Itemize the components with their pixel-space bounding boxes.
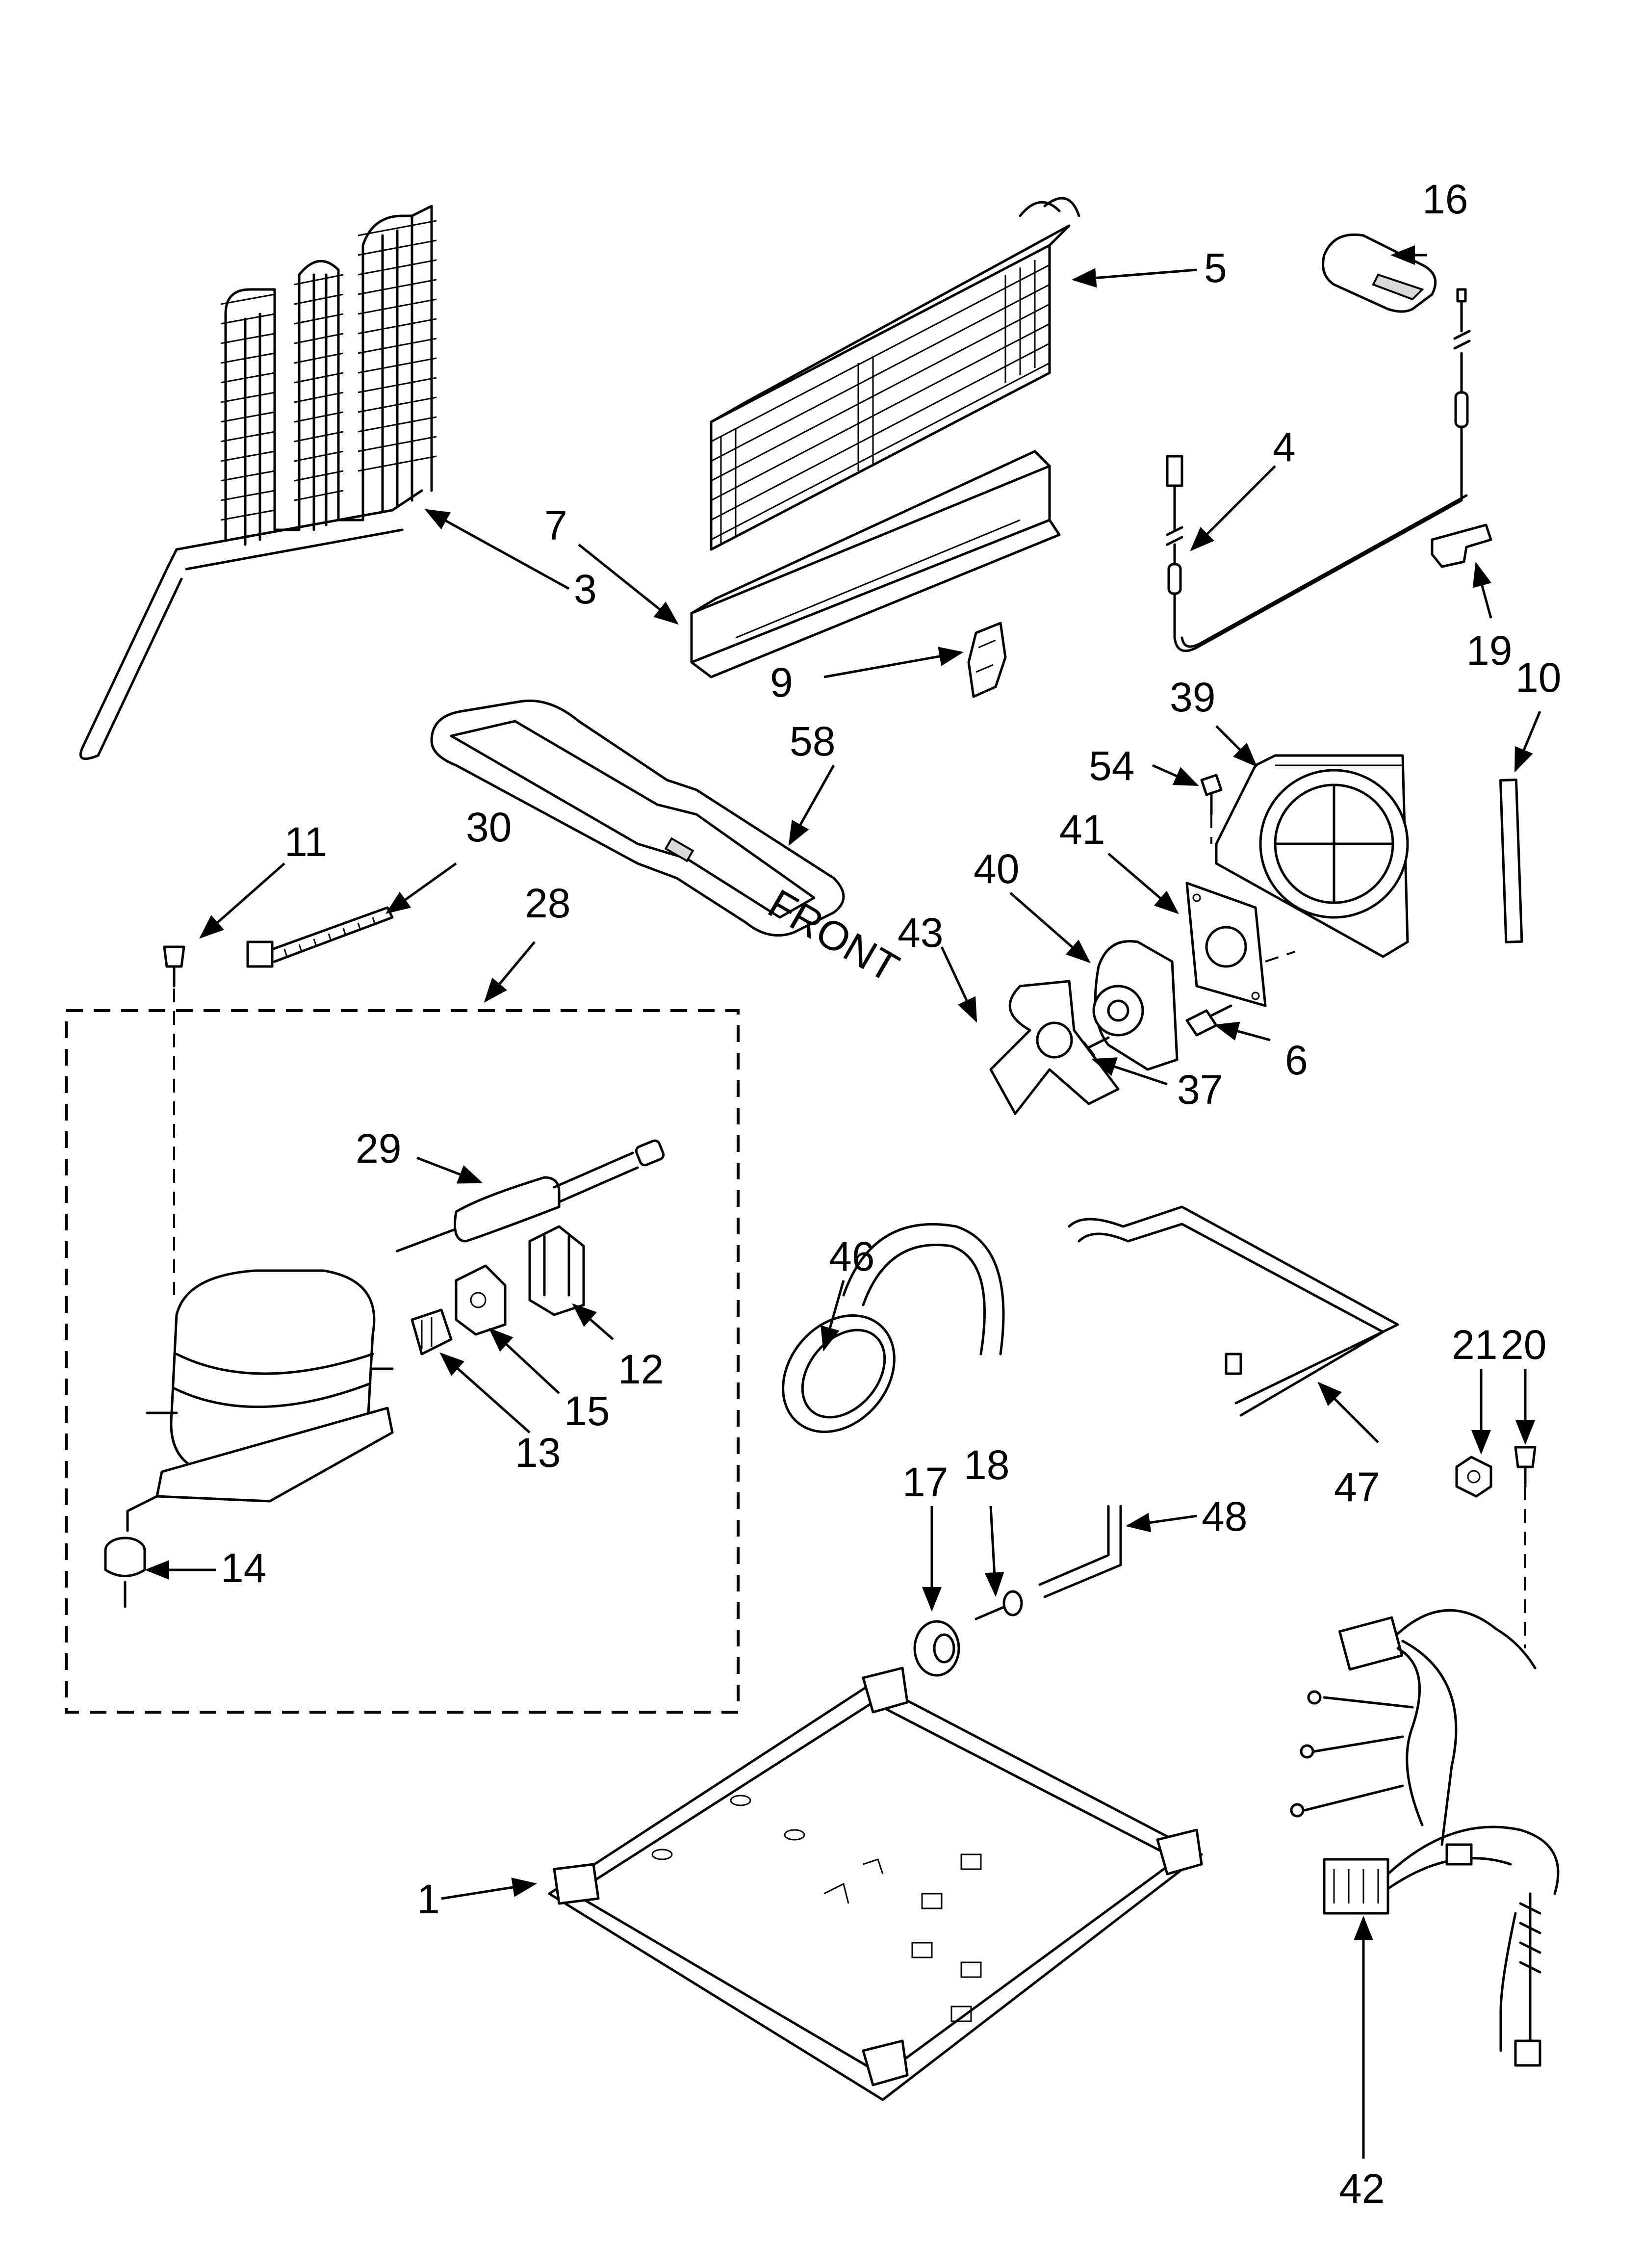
callout-46: 46 — [829, 1233, 874, 1279]
gasket-strip-part — [1499, 779, 1523, 943]
fan-blade-part — [989, 980, 1120, 1115]
compressor-assembly-box — [65, 1009, 740, 1714]
callout-numbers: 3 5 7 9 16 4 19 10 39 54 41 40 43 6 37 5… — [221, 176, 1561, 2212]
wheel-part — [913, 1620, 960, 1677]
callout-39: 39 — [1170, 674, 1215, 720]
callout-58: 58 — [790, 718, 835, 764]
pin-part — [975, 1590, 1023, 1620]
screw-part-6 — [1185, 1004, 1232, 1037]
wire-harness-part — [1290, 1609, 1560, 2067]
callout-41: 41 — [1059, 807, 1105, 853]
callout-48: 48 — [1202, 1493, 1247, 1539]
callout-54: 54 — [1089, 743, 1134, 789]
callout-5: 5 — [1204, 245, 1227, 291]
leader-lines — [145, 245, 1541, 2159]
callout-16: 16 — [1422, 176, 1468, 222]
callout-47: 47 — [1334, 1464, 1380, 1510]
evaporator-part — [710, 197, 1080, 551]
callout-17: 17 — [902, 1459, 948, 1505]
callout-7: 7 — [544, 502, 567, 548]
callout-18: 18 — [964, 1442, 1009, 1488]
callout-12: 12 — [618, 1346, 664, 1392]
grommet-part — [104, 1495, 158, 1608]
cap-part — [1322, 233, 1437, 313]
screw-part-54 — [1200, 774, 1223, 844]
relay-part — [455, 1264, 507, 1336]
callout-21: 21 — [1452, 1322, 1497, 1368]
bent-tube-part — [1068, 1205, 1399, 1417]
sensor-wire-part — [1166, 288, 1471, 652]
hose-part — [782, 1223, 1005, 1434]
callout-6: 6 — [1285, 1037, 1308, 1083]
base-frame-part — [548, 1667, 1203, 2101]
motor-bracket-part — [1185, 882, 1295, 1007]
clip-part — [967, 622, 1007, 698]
filter-tube-part — [396, 1139, 665, 1252]
screw-part-20 — [1514, 1446, 1537, 1648]
callout-11: 11 — [284, 819, 327, 865]
fan-motor-part — [1092, 940, 1179, 1071]
callout-42: 42 — [1339, 2165, 1385, 2212]
cable-tie-part — [246, 906, 394, 968]
callout-28: 28 — [525, 880, 570, 926]
callout-29: 29 — [356, 1125, 401, 1172]
screw-part-11 — [163, 945, 185, 1295]
callout-13: 13 — [515, 1430, 561, 1476]
callout-4: 4 — [1273, 424, 1296, 470]
callout-14: 14 — [221, 1545, 266, 1591]
start-device-part — [528, 1225, 585, 1316]
compressor-part — [146, 1269, 394, 1503]
callout-9: 9 — [770, 659, 793, 705]
callout-40: 40 — [974, 846, 1019, 892]
overload-part — [410, 1308, 453, 1356]
nut-part-21 — [1455, 1456, 1492, 1498]
drain-trough-part — [690, 450, 1061, 678]
callout-15: 15 — [564, 1388, 610, 1434]
wire-clip-part — [1431, 523, 1492, 568]
fan-shroud-part — [1215, 754, 1409, 958]
callout-30: 30 — [466, 804, 512, 850]
callout-10: 10 — [1515, 654, 1561, 701]
tube-part-48 — [1038, 1505, 1122, 1598]
callout-37: 37 — [1177, 1067, 1223, 1113]
callout-3: 3 — [574, 566, 597, 612]
callout-43: 43 — [898, 910, 943, 956]
callout-1: 1 — [417, 1876, 440, 1922]
callout-19: 19 — [1466, 627, 1512, 674]
callout-20: 20 — [1501, 1322, 1546, 1368]
condenser-coil-part — [79, 205, 437, 760]
